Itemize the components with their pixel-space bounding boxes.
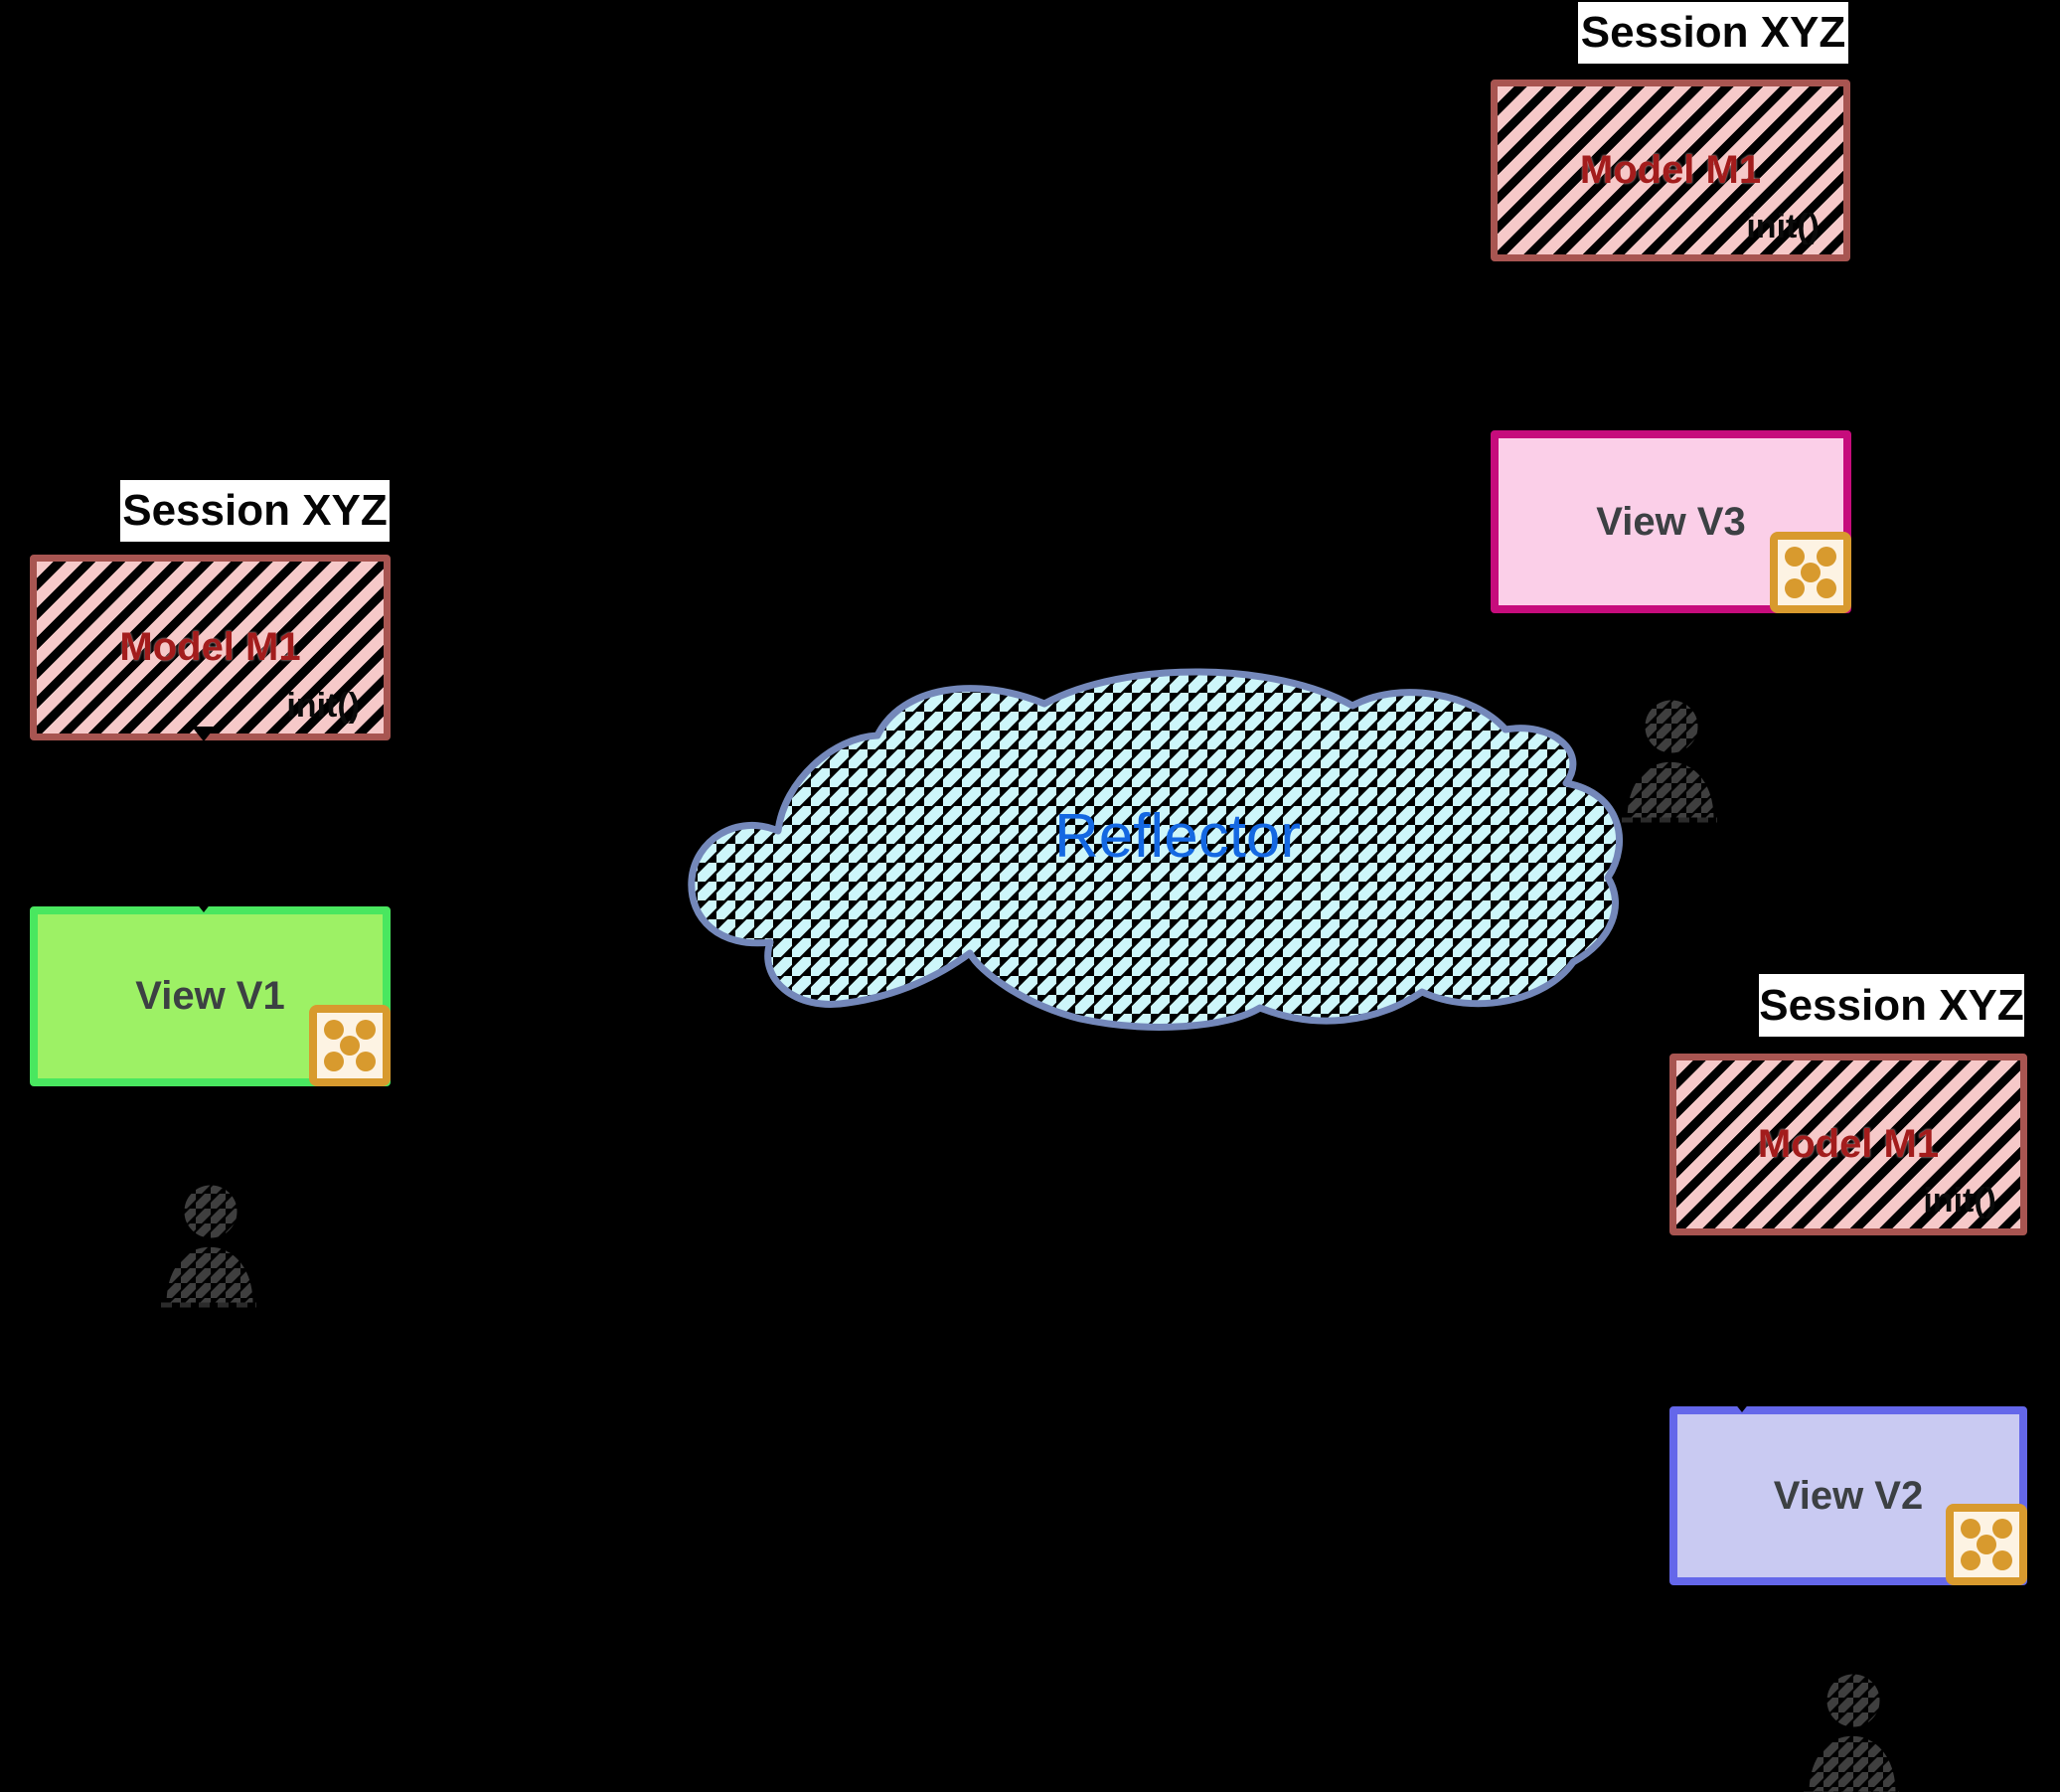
dice-pip [1817, 547, 1836, 567]
session-label: Session XYZ [1759, 974, 2024, 1037]
model-title: Model M1 [1757, 1122, 1940, 1166]
model-init-method: init() [1923, 1182, 1996, 1220]
dice-pip [1785, 578, 1805, 598]
dice-pip [356, 1020, 376, 1040]
view-box: View V1 [30, 906, 391, 1086]
model-title: Model M1 [119, 625, 301, 669]
session-label: Session XYZ [1578, 2, 1848, 64]
model-box: Model M1 init() [1669, 1054, 2027, 1235]
session-label: Session XYZ [120, 480, 390, 542]
dice-pip [324, 1052, 344, 1071]
model-title: Model M1 [1579, 148, 1762, 192]
dice-pip [1992, 1550, 2012, 1570]
dice-pip [340, 1036, 360, 1056]
dice-pip [1817, 578, 1836, 598]
dice-pip [1801, 563, 1821, 582]
dice-pip [1961, 1519, 1981, 1539]
view-title: View V1 [135, 974, 285, 1018]
view-box: View V2 [1669, 1406, 2027, 1585]
user-icon [1622, 697, 1717, 823]
user-icon [1804, 1671, 1899, 1792]
model-box: Model M1 init() [1491, 80, 1850, 261]
dice-pip [356, 1052, 376, 1071]
arrowhead-notch [1730, 1397, 1754, 1412]
user-icon [161, 1182, 256, 1308]
model-init-method: init() [286, 687, 360, 725]
dice-pip [1785, 547, 1805, 567]
dice-pip [1961, 1550, 1981, 1570]
arrow-line-fragment [197, 902, 292, 905]
dice-pip [1977, 1535, 1996, 1554]
dice-icon [1946, 1504, 2027, 1585]
model-box: Model M1 init() [30, 555, 391, 740]
reflector-cloud-icon [688, 668, 1624, 1031]
dice-pip [324, 1020, 344, 1040]
model-init-method: init() [1746, 208, 1820, 245]
dice-icon [1770, 532, 1851, 613]
view-box: View V3 [1491, 430, 1851, 613]
cloud-shape [688, 668, 1624, 1031]
arrowhead-notch [192, 727, 216, 741]
dice-pip [1992, 1519, 2012, 1539]
view-title: View V3 [1596, 499, 1746, 544]
dice-icon [309, 1005, 391, 1086]
view-title: View V2 [1773, 1473, 1924, 1518]
reflector-label: Reflector [1053, 802, 1302, 871]
